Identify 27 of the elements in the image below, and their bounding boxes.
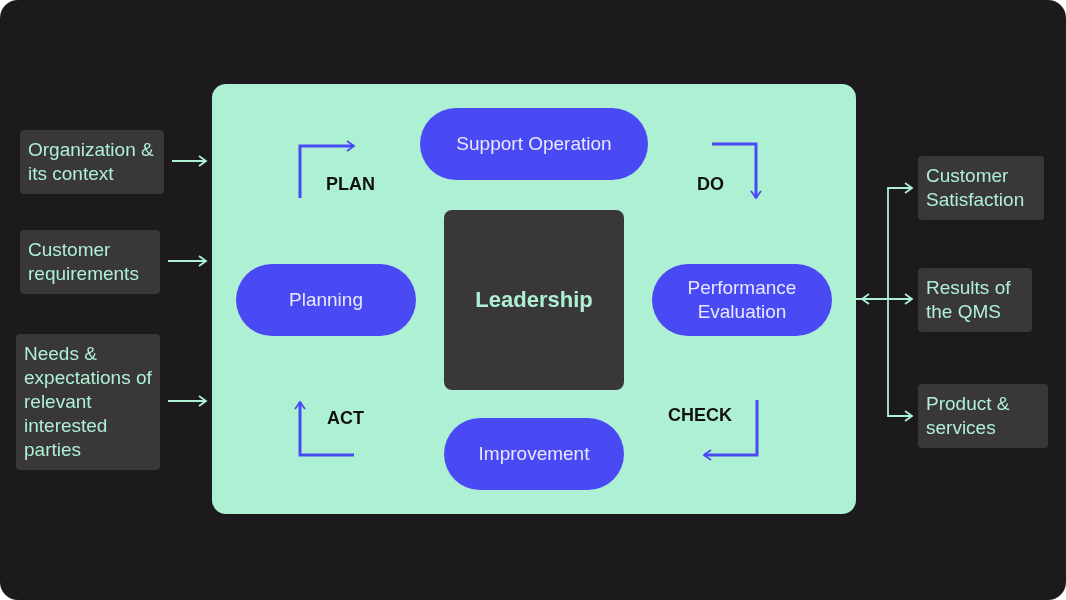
input-output-box: [20, 230, 160, 294]
node-label: Improvement: [478, 442, 590, 466]
input-output-box: [20, 130, 164, 194]
input-output-box: [918, 156, 1044, 220]
node-label: Product & services: [926, 392, 1011, 440]
leadership-box: [444, 210, 624, 390]
arrow: [167, 255, 207, 267]
node-label: Customer requirements: [28, 238, 140, 286]
input-output-box: [918, 384, 1048, 448]
arrow: [171, 155, 207, 167]
node-label: Needs & expectations of relevant interested parties: [24, 342, 152, 462]
panel-background: [212, 84, 856, 514]
node-label: Support Operation: [456, 132, 612, 156]
phase-label: DO: [697, 174, 724, 195]
arrow: [861, 293, 913, 305]
node-label: Results of the QMS: [926, 276, 1012, 324]
phase-label: ACT: [327, 408, 364, 429]
node-label: Organization & its context: [28, 138, 155, 186]
input-output-box: [918, 268, 1032, 332]
node-label: Customer Satisfaction: [926, 164, 1026, 212]
phase-label: PLAN: [326, 174, 375, 195]
node-label: Planning: [289, 288, 363, 312]
arrow: [167, 395, 207, 407]
leadership-label: Leadership: [475, 288, 593, 312]
node-label: Performance Evaluation: [686, 276, 798, 324]
phase-label: CHECK: [668, 405, 732, 426]
input-output-box: [16, 334, 160, 470]
